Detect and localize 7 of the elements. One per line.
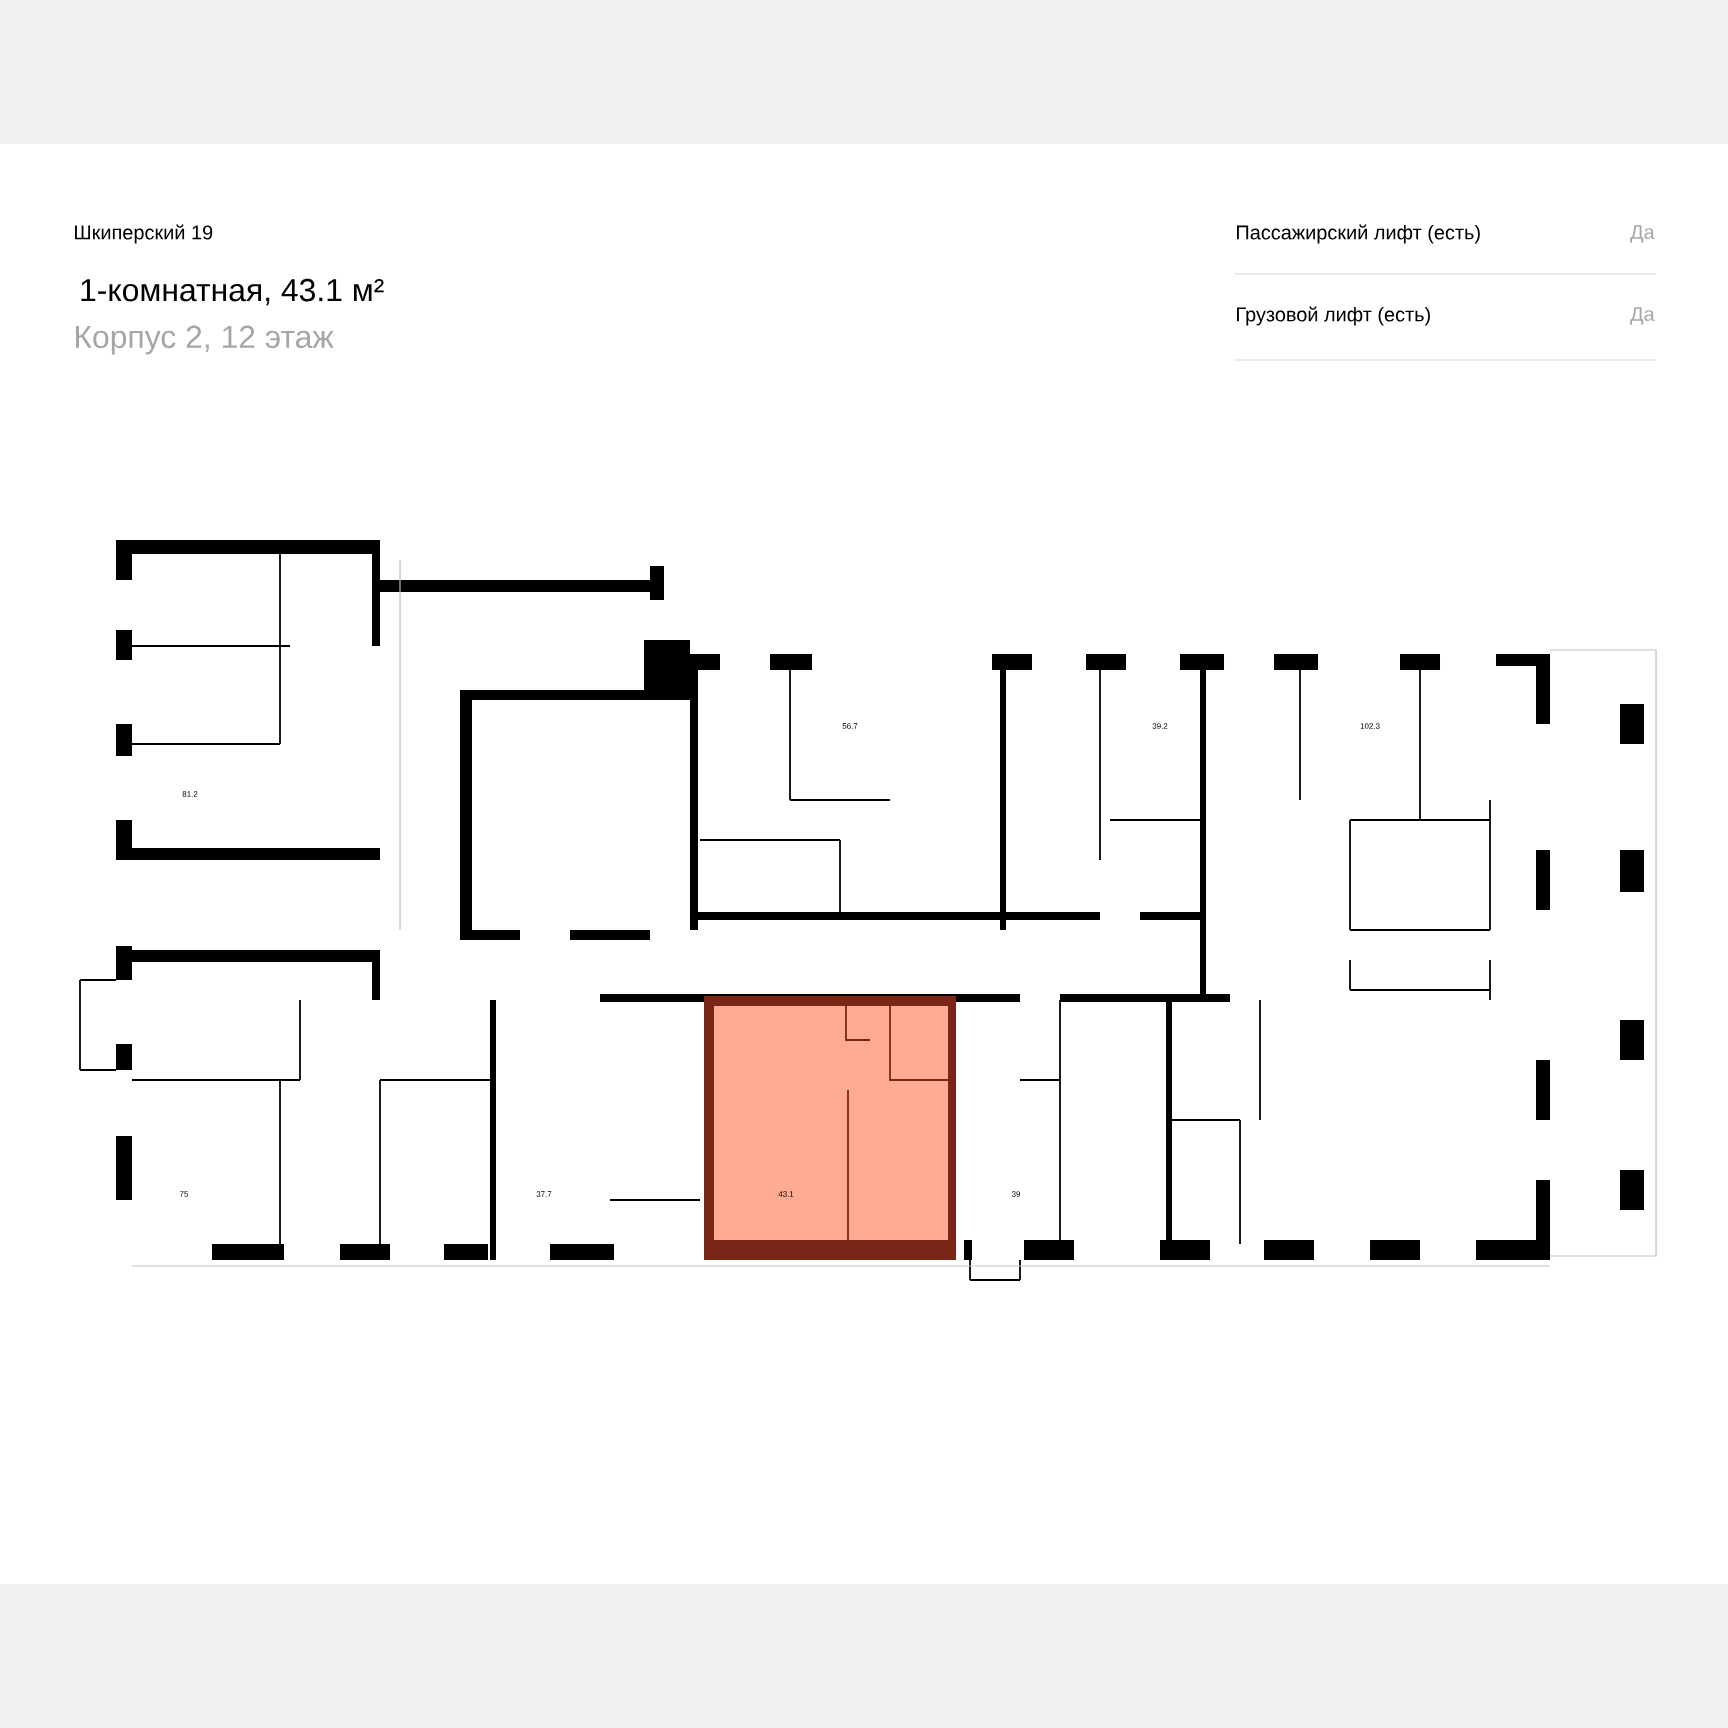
subtitle: Корпус 2, 12 этаж xyxy=(76,325,334,355)
address: Шкиперский 19 xyxy=(75,224,213,244)
title: 1-комнатная, 43.1 м² xyxy=(81,278,384,306)
table-cell: Да xyxy=(1630,225,1655,243)
table-cell: Пассажирский лифт (есть) xyxy=(1237,224,1480,244)
table-cell: Да xyxy=(1630,307,1655,325)
table-cell: Грузовой лифт (есть) xyxy=(1237,306,1430,326)
